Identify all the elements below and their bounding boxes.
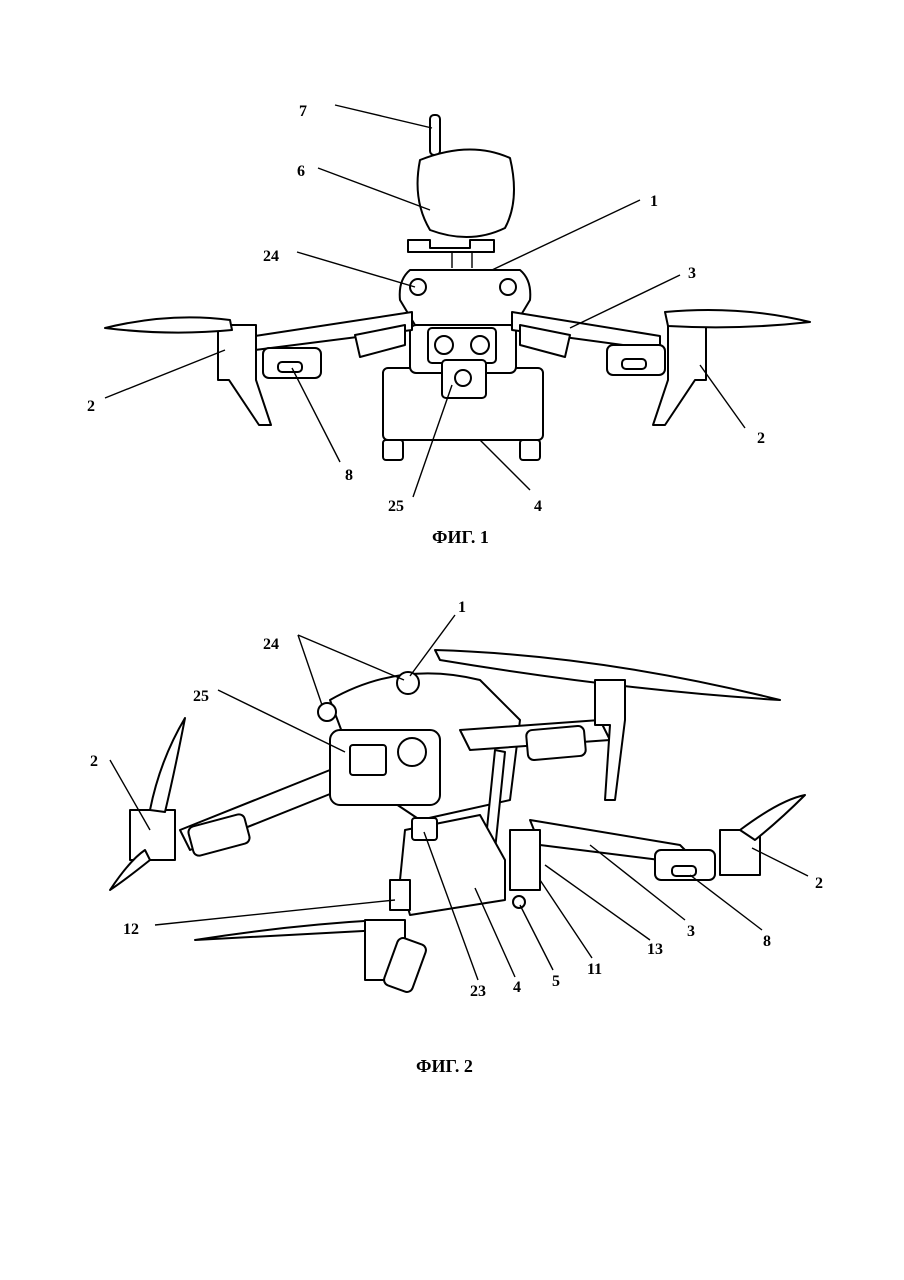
antenna	[429, 114, 441, 156]
module-6	[416, 148, 515, 239]
label-23: 23	[470, 983, 486, 1000]
rear-right-motor-leg	[594, 679, 626, 801]
bracket-12	[389, 879, 411, 911]
label-2-left: 2	[87, 398, 95, 415]
left-motor-leg	[217, 324, 272, 426]
mount-bracket	[407, 239, 495, 253]
label-8: 8	[763, 933, 771, 950]
label-24: 24	[263, 248, 279, 265]
label-4: 4	[513, 979, 521, 996]
figure-1-drone-front-view: 7 6 1 24 3 2 2 8 25 4 ФИГ. 1	[87, 103, 811, 547]
label-13: 13	[647, 941, 663, 958]
bracket-11	[509, 829, 541, 891]
label-1: 1	[458, 599, 466, 616]
figure-2-caption: ФИГ. 2	[416, 1056, 473, 1076]
figure-1-caption: ФИГ. 1	[432, 527, 489, 547]
label-11: 11	[587, 961, 602, 978]
label-6: 6	[297, 163, 305, 180]
label-2-right: 2	[815, 875, 823, 892]
label-25: 25	[388, 498, 404, 515]
left-motor	[129, 809, 176, 861]
label-12: 12	[123, 921, 139, 938]
right-propeller	[664, 308, 811, 329]
label-8: 8	[345, 467, 353, 484]
propeller-front-left	[194, 919, 383, 941]
label-7: 7	[299, 103, 307, 120]
right-motor-leg	[652, 324, 707, 426]
label-25: 25	[193, 688, 209, 705]
label-24: 24	[263, 636, 279, 653]
label-4: 4	[534, 498, 542, 515]
label-3: 3	[687, 923, 695, 940]
label-2-left: 2	[90, 753, 98, 770]
propeller-rear-right	[434, 649, 781, 701]
label-1: 1	[650, 193, 658, 210]
label-5: 5	[552, 973, 560, 990]
label-2-right: 2	[757, 430, 765, 447]
left-propeller	[104, 316, 233, 334]
sensor-23	[411, 817, 438, 841]
label-3: 3	[688, 265, 696, 282]
figure-2-drone-perspective-view: 1 24 25 2 2 12 3 8 13 23 4 5 11 ФИГ. 2	[90, 599, 823, 1076]
